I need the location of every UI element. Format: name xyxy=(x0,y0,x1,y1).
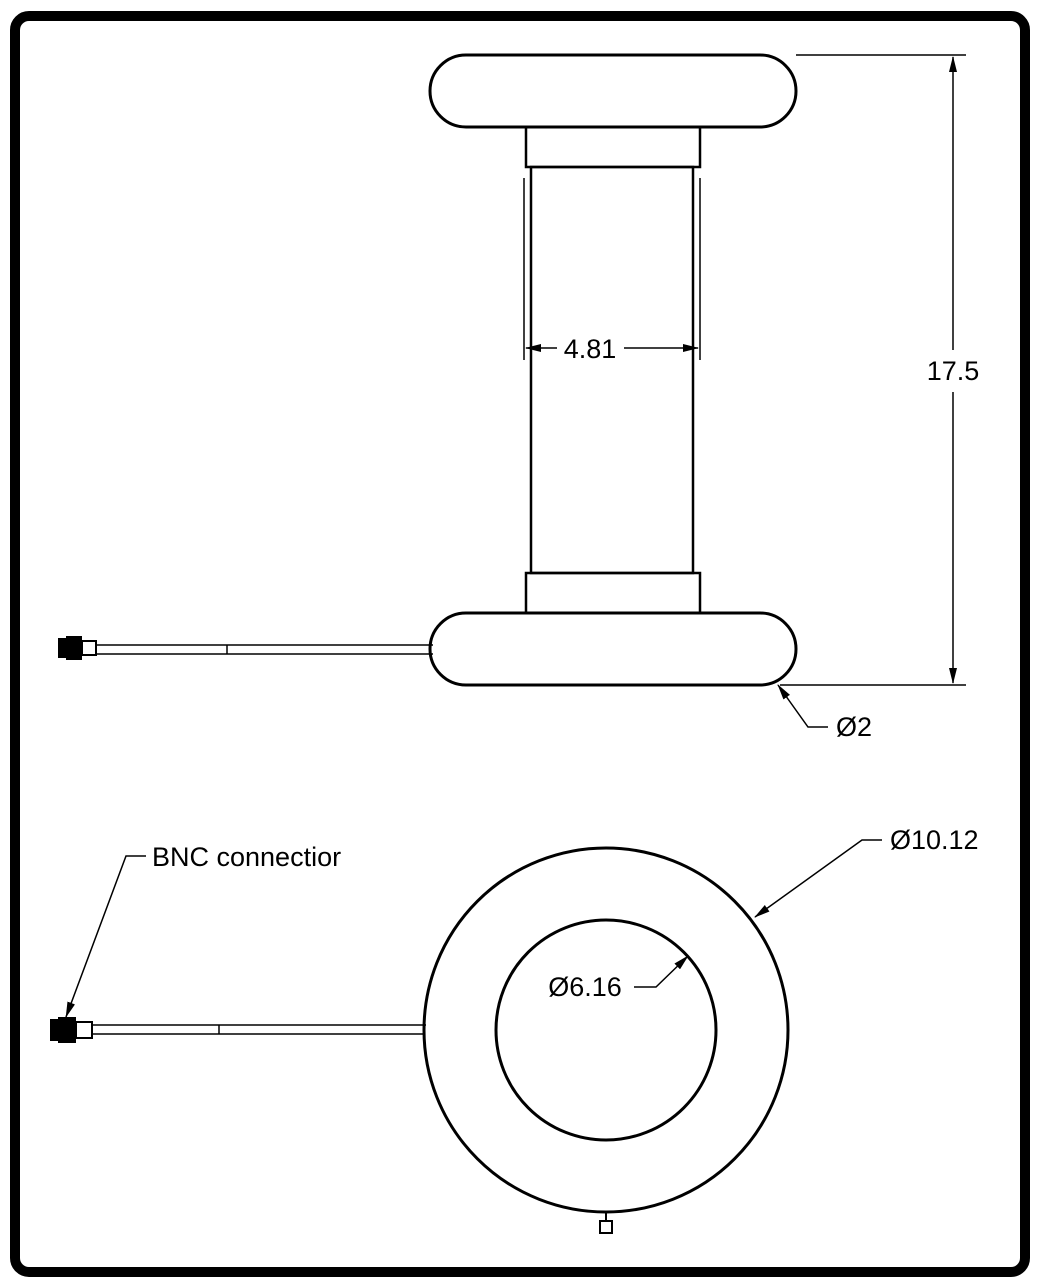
bnc-callout-label: BNC connectior xyxy=(152,842,341,872)
width-dimension: 4.81 xyxy=(523,178,701,364)
outer-diameter-leader: Ø10.12 xyxy=(754,825,979,918)
side-bnc-connector-icon xyxy=(58,636,97,660)
side-view: 4.81 17.5 Ø2 xyxy=(58,53,980,742)
width-dimension-label: 4.81 xyxy=(564,334,617,364)
inner-diameter-label: Ø6.16 xyxy=(548,972,622,1002)
ring-section-leader: Ø2 xyxy=(777,684,872,742)
top-cable xyxy=(92,1024,426,1035)
inner-ring xyxy=(494,918,718,1142)
height-dimension: 17.5 xyxy=(780,54,980,686)
top-collar xyxy=(524,125,702,169)
tube-body xyxy=(529,165,695,575)
bnc-callout: BNC connectior xyxy=(65,842,341,1018)
outer-ring xyxy=(422,846,790,1214)
outer-diameter-label: Ø10.12 xyxy=(890,825,979,855)
top-bnc-connector-icon xyxy=(50,1017,93,1043)
bottom-ring xyxy=(428,611,798,687)
bottom-tab xyxy=(599,1220,613,1234)
top-ring xyxy=(428,53,798,129)
top-view: BNC connectior Ø10.12 Ø6.16 xyxy=(50,825,979,1234)
bottom-collar xyxy=(524,571,702,615)
height-dimension-label: 17.5 xyxy=(927,356,980,386)
ring-section-label: Ø2 xyxy=(836,712,872,742)
side-cable xyxy=(96,644,433,655)
drawing-frame xyxy=(10,11,1030,1277)
inner-diameter-leader: Ø6.16 xyxy=(548,955,689,1002)
